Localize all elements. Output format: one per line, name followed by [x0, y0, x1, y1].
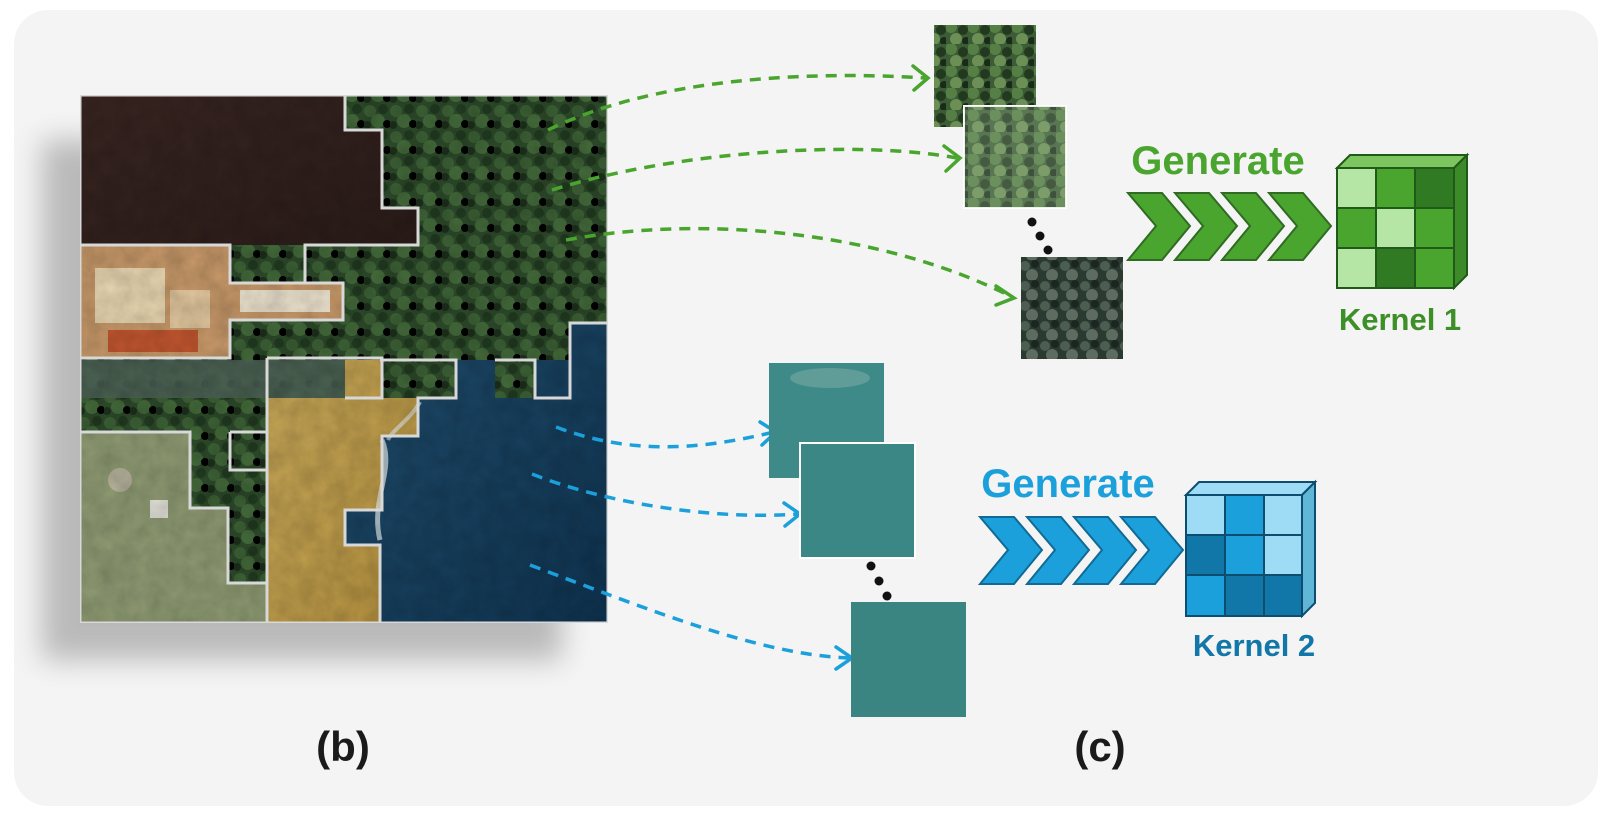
panel-label-c: (c)	[1074, 723, 1125, 770]
image-patch	[1021, 257, 1123, 359]
green-arrows	[547, 73, 1013, 299]
green-patches	[934, 25, 1123, 359]
green-chevron-arrows	[1125, 192, 1333, 261]
segment-outlines	[80, 95, 608, 623]
chevron-arrow	[1219, 192, 1286, 261]
dashed-arrow	[551, 147, 958, 192]
chevron-arrow	[1172, 192, 1239, 261]
chevron-arrow	[1118, 516, 1185, 585]
image-patch	[851, 602, 966, 717]
chevron-arrow	[977, 516, 1044, 585]
kernel-2-label: Kernel 2	[1193, 628, 1315, 663]
blue-arrows	[529, 425, 851, 660]
chevron-arrow	[1125, 192, 1192, 261]
dashed-arrow	[555, 425, 775, 449]
image-patch	[963, 105, 1067, 209]
panel-label-b: (b)	[316, 723, 370, 770]
image-patch	[799, 442, 916, 559]
dashed-arrow	[565, 226, 1013, 299]
dashed-arrow	[547, 73, 926, 132]
chevron-arrow	[1266, 192, 1333, 261]
blue-patches	[769, 363, 966, 717]
aerial-image	[80, 95, 608, 623]
green-generate-label: Generate	[1131, 139, 1304, 183]
kernel-cube-green	[1334, 152, 1470, 291]
chevron-arrow	[1024, 516, 1091, 585]
dashed-arrow	[531, 472, 799, 518]
blue-generate-label: Generate	[981, 462, 1154, 506]
chevron-arrow	[1071, 516, 1138, 585]
kernel-cube-blue	[1183, 479, 1318, 619]
blue-chevron-arrows	[977, 516, 1185, 585]
kernel-1-label: Kernel 1	[1339, 302, 1461, 337]
